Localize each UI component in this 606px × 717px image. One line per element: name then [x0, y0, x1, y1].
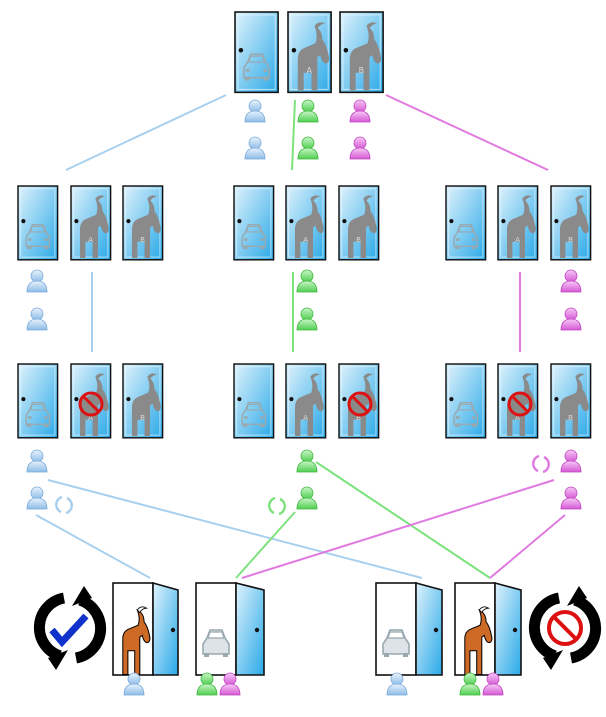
- connection-lines: [35, 94, 566, 579]
- svg-text:B: B: [568, 413, 573, 422]
- checkmark-icon: [49, 613, 89, 648]
- switch-arrows-icon: [39, 586, 100, 670]
- row3-center-doors: A B: [233, 363, 380, 439]
- player-icon: [244, 99, 266, 123]
- row3-left-doors: A B: [17, 363, 164, 439]
- svg-text:A: A: [303, 235, 308, 244]
- row2-center-doors: A B: [233, 185, 380, 261]
- player-icon: [349, 136, 371, 160]
- row2-left-doors: A B: [17, 185, 164, 261]
- svg-text:B: B: [359, 66, 364, 75]
- result-stick-loses: [375, 583, 596, 696]
- top-doors: A B: [234, 11, 384, 94]
- player-icon: [297, 99, 319, 123]
- svg-text:B: B: [140, 413, 145, 422]
- door-goat-b: B: [339, 11, 384, 94]
- row2-players: [26, 269, 582, 331]
- switch-arrows-icon: [532, 454, 550, 474]
- car-icon: [202, 629, 230, 657]
- svg-text:B: B: [356, 235, 361, 244]
- svg-text:A: A: [515, 235, 520, 244]
- svg-text:A: A: [515, 413, 520, 422]
- forbidden-icon: [547, 610, 583, 646]
- door-car: [234, 11, 279, 94]
- door-goat-a: A: [287, 11, 332, 94]
- svg-text:A: A: [307, 66, 313, 75]
- switch-arrows-icon: [55, 495, 73, 515]
- result-switch-wins: [39, 583, 265, 696]
- row3-right-doors: A B: [445, 363, 592, 439]
- svg-text:B: B: [568, 235, 573, 244]
- goat-icon: [464, 606, 493, 676]
- row2-right-doors: A B: [445, 185, 592, 261]
- player-icon: [244, 136, 266, 160]
- svg-text:A: A: [88, 235, 93, 244]
- svg-text:A: A: [88, 413, 93, 422]
- switch-arrows-icon: [268, 496, 286, 516]
- car-icon: [382, 629, 410, 657]
- goat-icon: [122, 606, 151, 676]
- row3-players: [26, 449, 582, 516]
- player-icon: [297, 136, 319, 160]
- top-players: [244, 99, 371, 160]
- svg-text:B: B: [356, 413, 361, 422]
- svg-text:A: A: [303, 413, 308, 422]
- player-icon: [349, 99, 371, 123]
- svg-text:B: B: [140, 235, 145, 244]
